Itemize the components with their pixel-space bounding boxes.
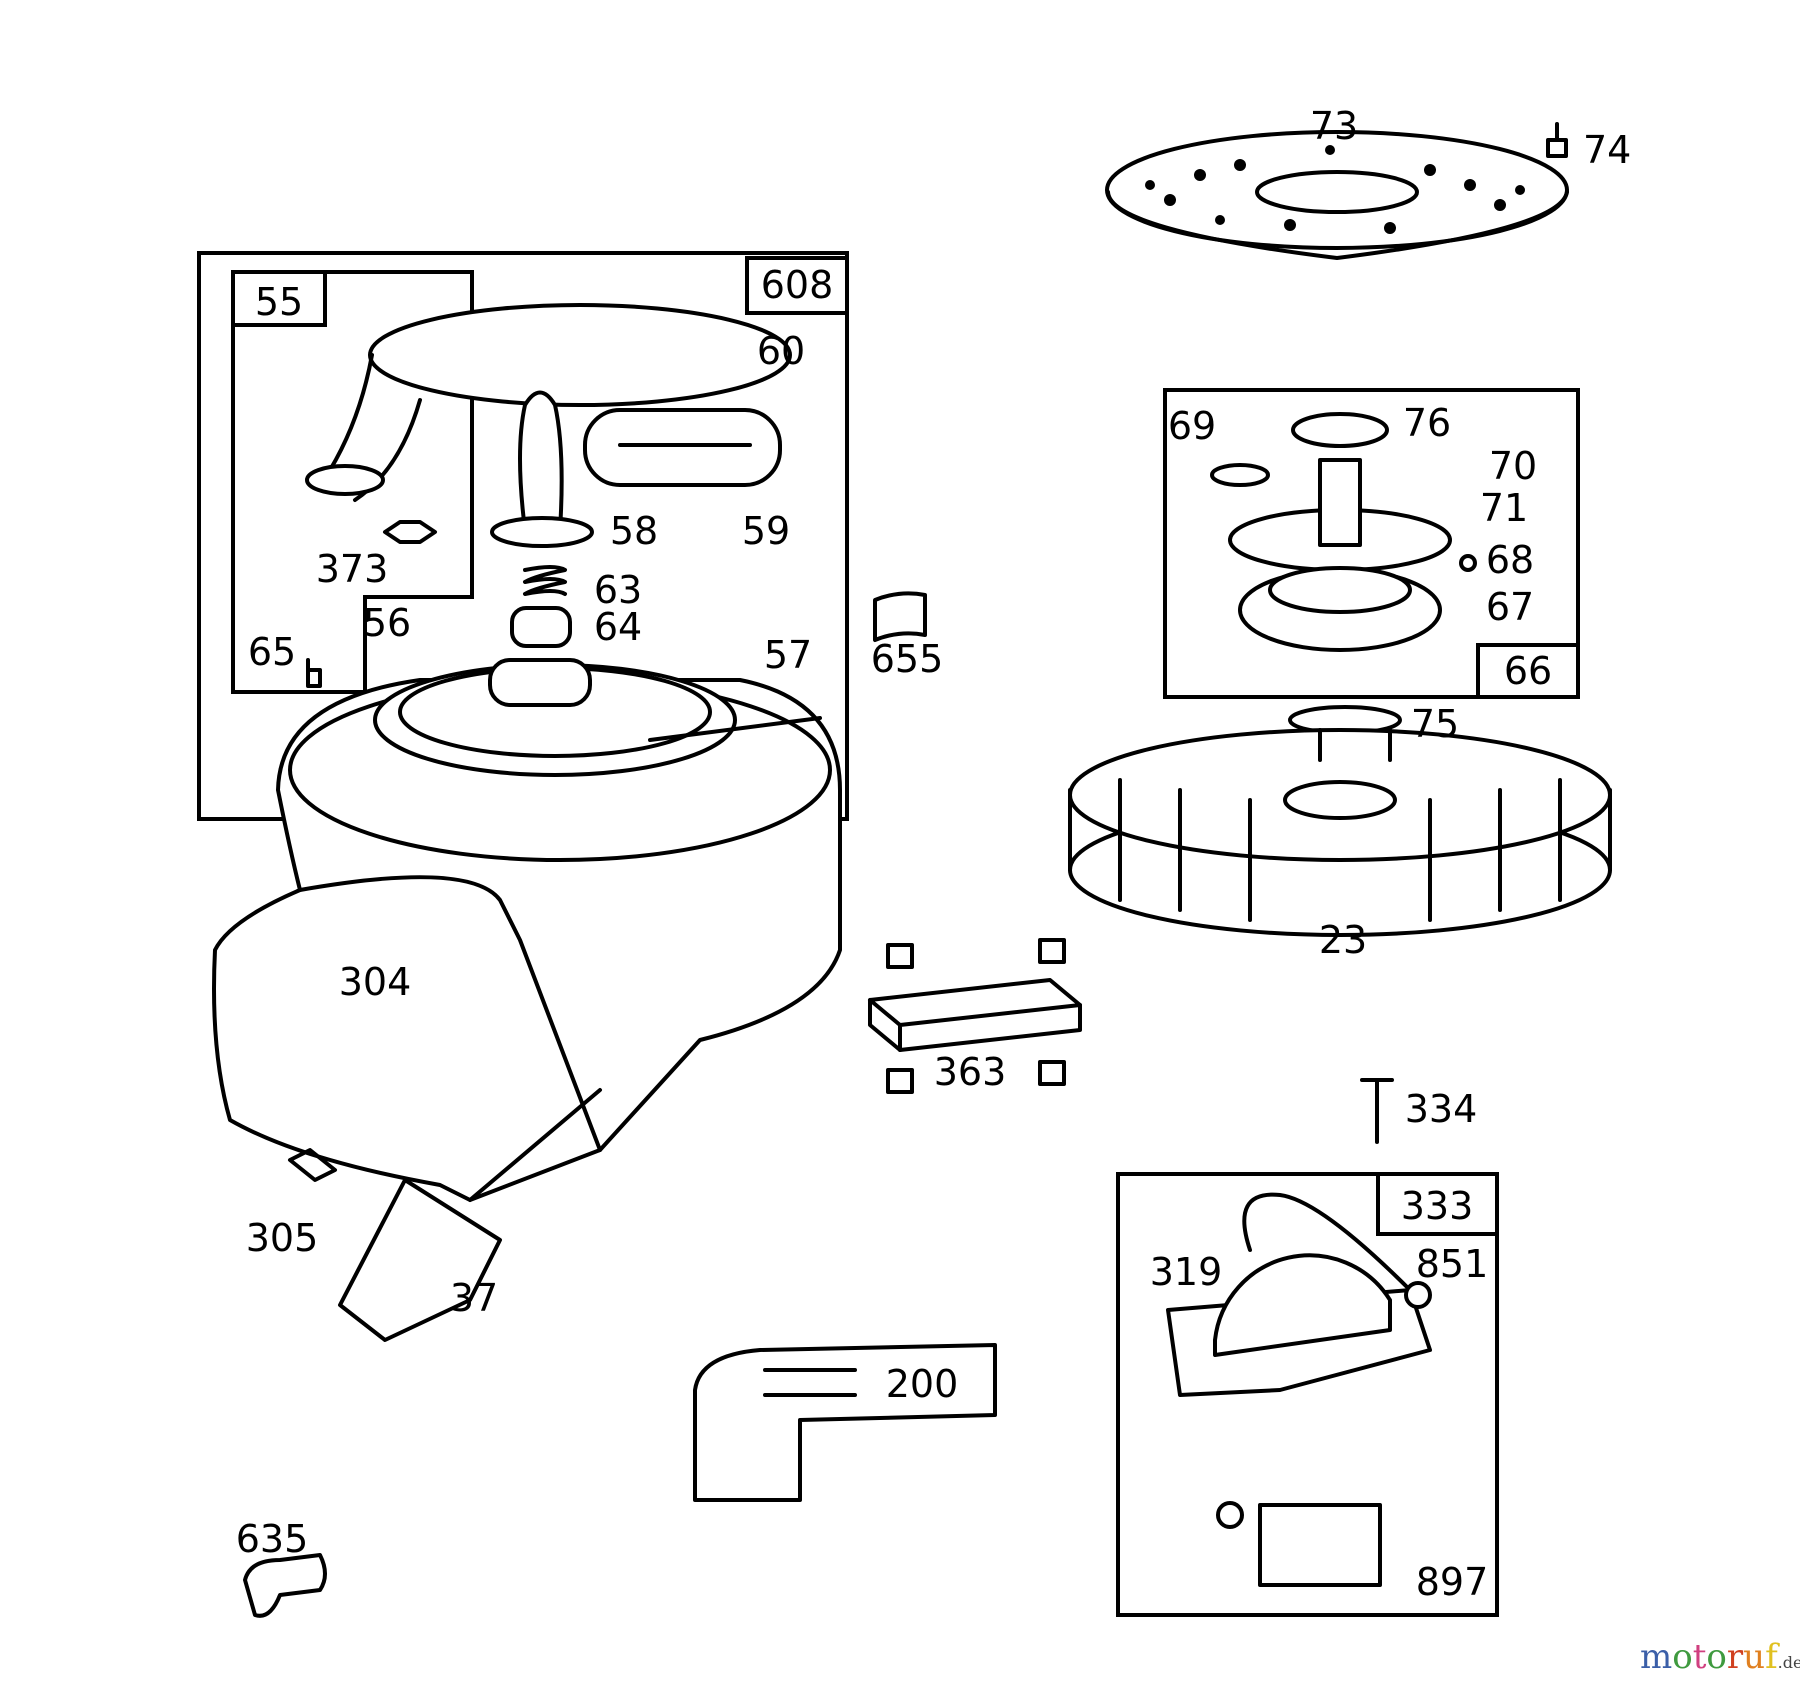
assembly-box-333 [1116, 1172, 1499, 1617]
assembly-box-55 [231, 270, 474, 694]
label-64: 64 [594, 605, 642, 649]
motoruf-watermark: motoruf.de [1640, 1637, 1800, 1677]
screw-74 [1546, 122, 1568, 158]
label-76: 76 [1403, 401, 1451, 445]
label-55: 55 [255, 280, 303, 324]
label-59: 59 [742, 509, 790, 553]
label-655: 655 [871, 637, 944, 681]
label-box-333 [1376, 1172, 1499, 1236]
label-70: 70 [1489, 444, 1537, 488]
rotating-screen-part [1105, 130, 1569, 260]
label-363: 363 [934, 1050, 1007, 1094]
label-319: 319 [1150, 1250, 1223, 1294]
screw-65 [306, 658, 322, 688]
assembly-box-66 [1163, 388, 1580, 699]
label-334: 334 [1405, 1087, 1478, 1131]
label-608: 608 [761, 263, 834, 307]
label-635: 635 [236, 1517, 309, 1561]
label-23: 23 [1319, 918, 1367, 962]
label-305: 305 [246, 1216, 319, 1260]
plate-200 [693, 1343, 997, 1502]
ignition-armature-333 [1166, 1192, 1432, 1587]
label-897: 897 [1416, 1560, 1489, 1604]
watermark-letter: u [1743, 1637, 1765, 1677]
watermark-letter: o [1672, 1637, 1692, 1677]
watermark-letter: o [1706, 1637, 1726, 1677]
label-75: 75 [1411, 702, 1459, 746]
screw-305 [288, 1148, 337, 1182]
label-56: 56 [363, 601, 411, 645]
label-200: 200 [886, 1362, 959, 1406]
pulley-and-rope-56-57 [373, 658, 822, 777]
label-63: 63 [594, 568, 642, 612]
clip-655 [873, 591, 927, 642]
label-box-608 [745, 256, 849, 315]
watermark-letter: t [1693, 1637, 1707, 1677]
label-57: 57 [764, 633, 812, 677]
part-labels: 73 74 55 608 60 58 59 373 63 64 56 65 57… [236, 104, 1632, 1604]
label-304: 304 [339, 960, 412, 1004]
label-67: 67 [1486, 585, 1534, 629]
label-333: 333 [1401, 1184, 1474, 1228]
watermark-letter: f [1765, 1637, 1780, 1677]
label-851: 851 [1416, 1242, 1489, 1286]
bracket-363 [868, 938, 1082, 1094]
nut-373 [383, 520, 437, 544]
label-66: 66 [1504, 649, 1552, 693]
label-69: 69 [1168, 404, 1216, 448]
blower-housing-304 [212, 678, 842, 1342]
screw-334 [1360, 1078, 1394, 1144]
watermark-text: motoruf [1640, 1637, 1780, 1677]
label-373: 373 [316, 547, 389, 591]
watermark-suffix: .de [1778, 1653, 1800, 1672]
flywheel-23 [1068, 728, 1612, 937]
rewind-starter-housing [305, 303, 792, 548]
label-73: 73 [1310, 104, 1358, 148]
watermark-letter: m [1640, 1637, 1672, 1677]
label-37: 37 [450, 1276, 498, 1320]
label-box-66 [1476, 643, 1580, 699]
label-68: 68 [1486, 538, 1534, 582]
label-box-55 [231, 270, 327, 327]
spring-and-cup-63-64 [510, 565, 572, 648]
label-60: 60 [757, 329, 805, 373]
label-74: 74 [1583, 128, 1631, 172]
label-71: 71 [1480, 486, 1528, 530]
label-58: 58 [610, 509, 658, 553]
watermark-letter: r [1727, 1637, 1744, 1677]
part-635 [243, 1553, 327, 1618]
label-65: 65 [248, 630, 296, 674]
starter-clutch-66 [1210, 412, 1477, 652]
